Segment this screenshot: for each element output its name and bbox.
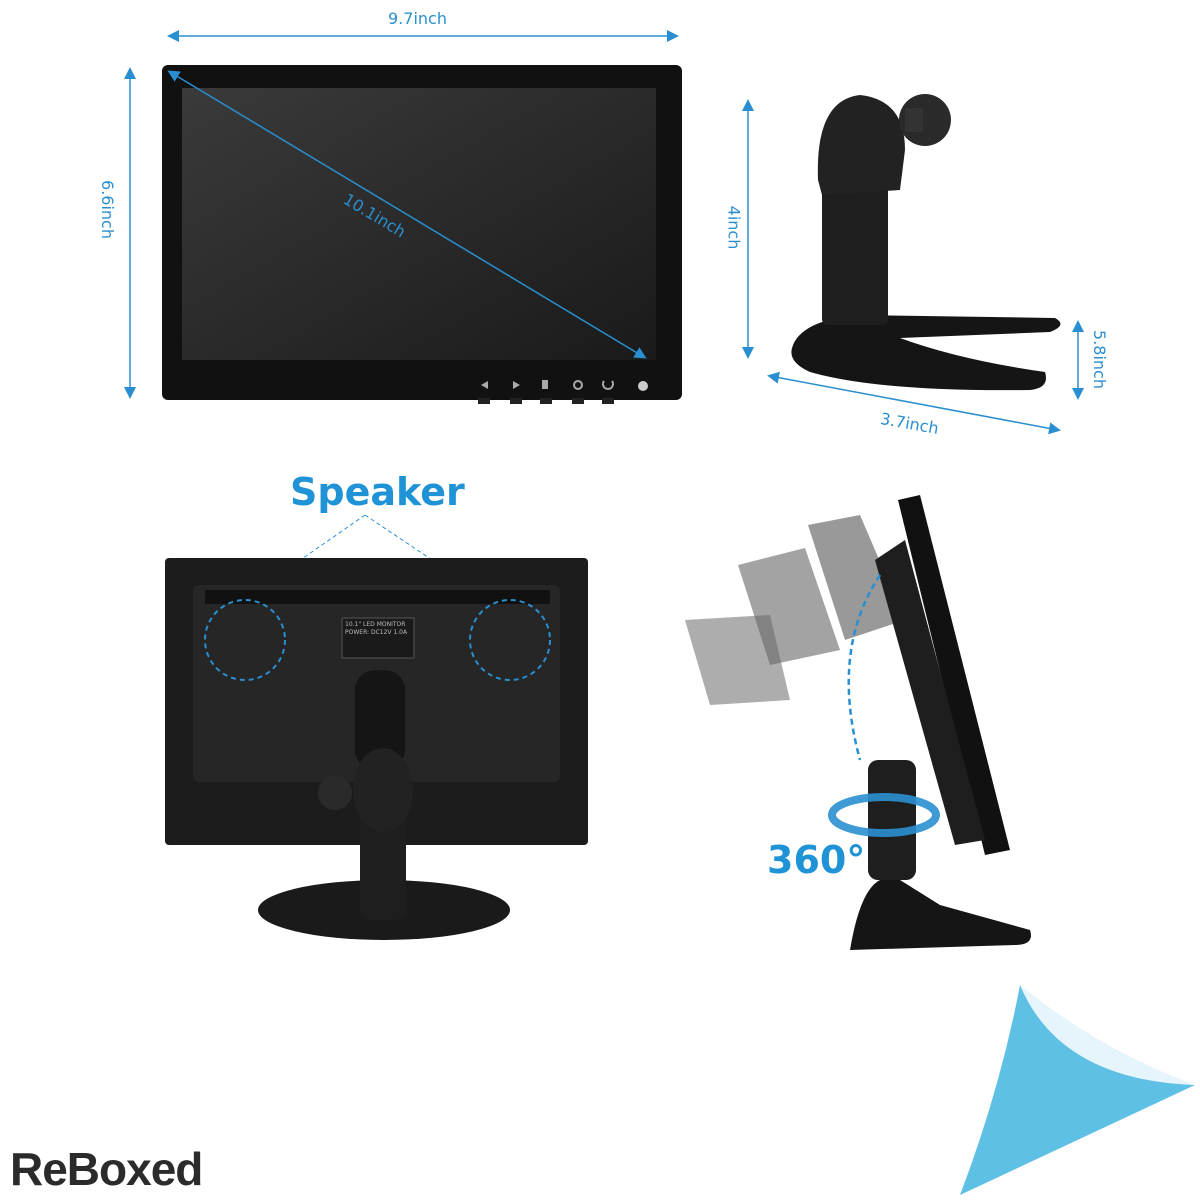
- page-curl-decoration: [960, 985, 1195, 1195]
- front-buttons: [481, 380, 648, 391]
- width-label: 9.7inch: [388, 9, 447, 28]
- stand-depth-label: 5.8inch: [1089, 330, 1109, 389]
- reboxed-logo: ReBoxed: [10, 1143, 203, 1195]
- power-icon: [602, 380, 614, 390]
- source-icon: [573, 380, 583, 390]
- menu-icon: [542, 380, 548, 389]
- diagonal-arrow: [167, 70, 647, 359]
- speaker-left: [204, 599, 286, 681]
- back-monitor: [165, 558, 588, 940]
- back-spec-label-text: 10.1" LED MONITOR POWER: DC12V 1.0A: [345, 621, 408, 636]
- rotation-arrow: [828, 793, 940, 837]
- stand-height-label: 4inch: [724, 205, 744, 250]
- right-arrow-icon: [513, 381, 520, 389]
- height-label: 6.6inch: [97, 180, 117, 239]
- spec-label: [341, 617, 415, 659]
- led-indicator: [638, 381, 648, 391]
- speaker-right: [469, 599, 551, 681]
- left-arrow-icon: [481, 381, 488, 389]
- speaker-callout: Speaker: [290, 470, 465, 514]
- stand-width-arrow: [767, 371, 1061, 435]
- rotation-callout: 360°: [767, 838, 866, 882]
- stand: [791, 94, 1061, 391]
- front-monitor: [162, 65, 682, 404]
- tilt-view: [685, 495, 1031, 950]
- tilt-arrow: [847, 574, 882, 761]
